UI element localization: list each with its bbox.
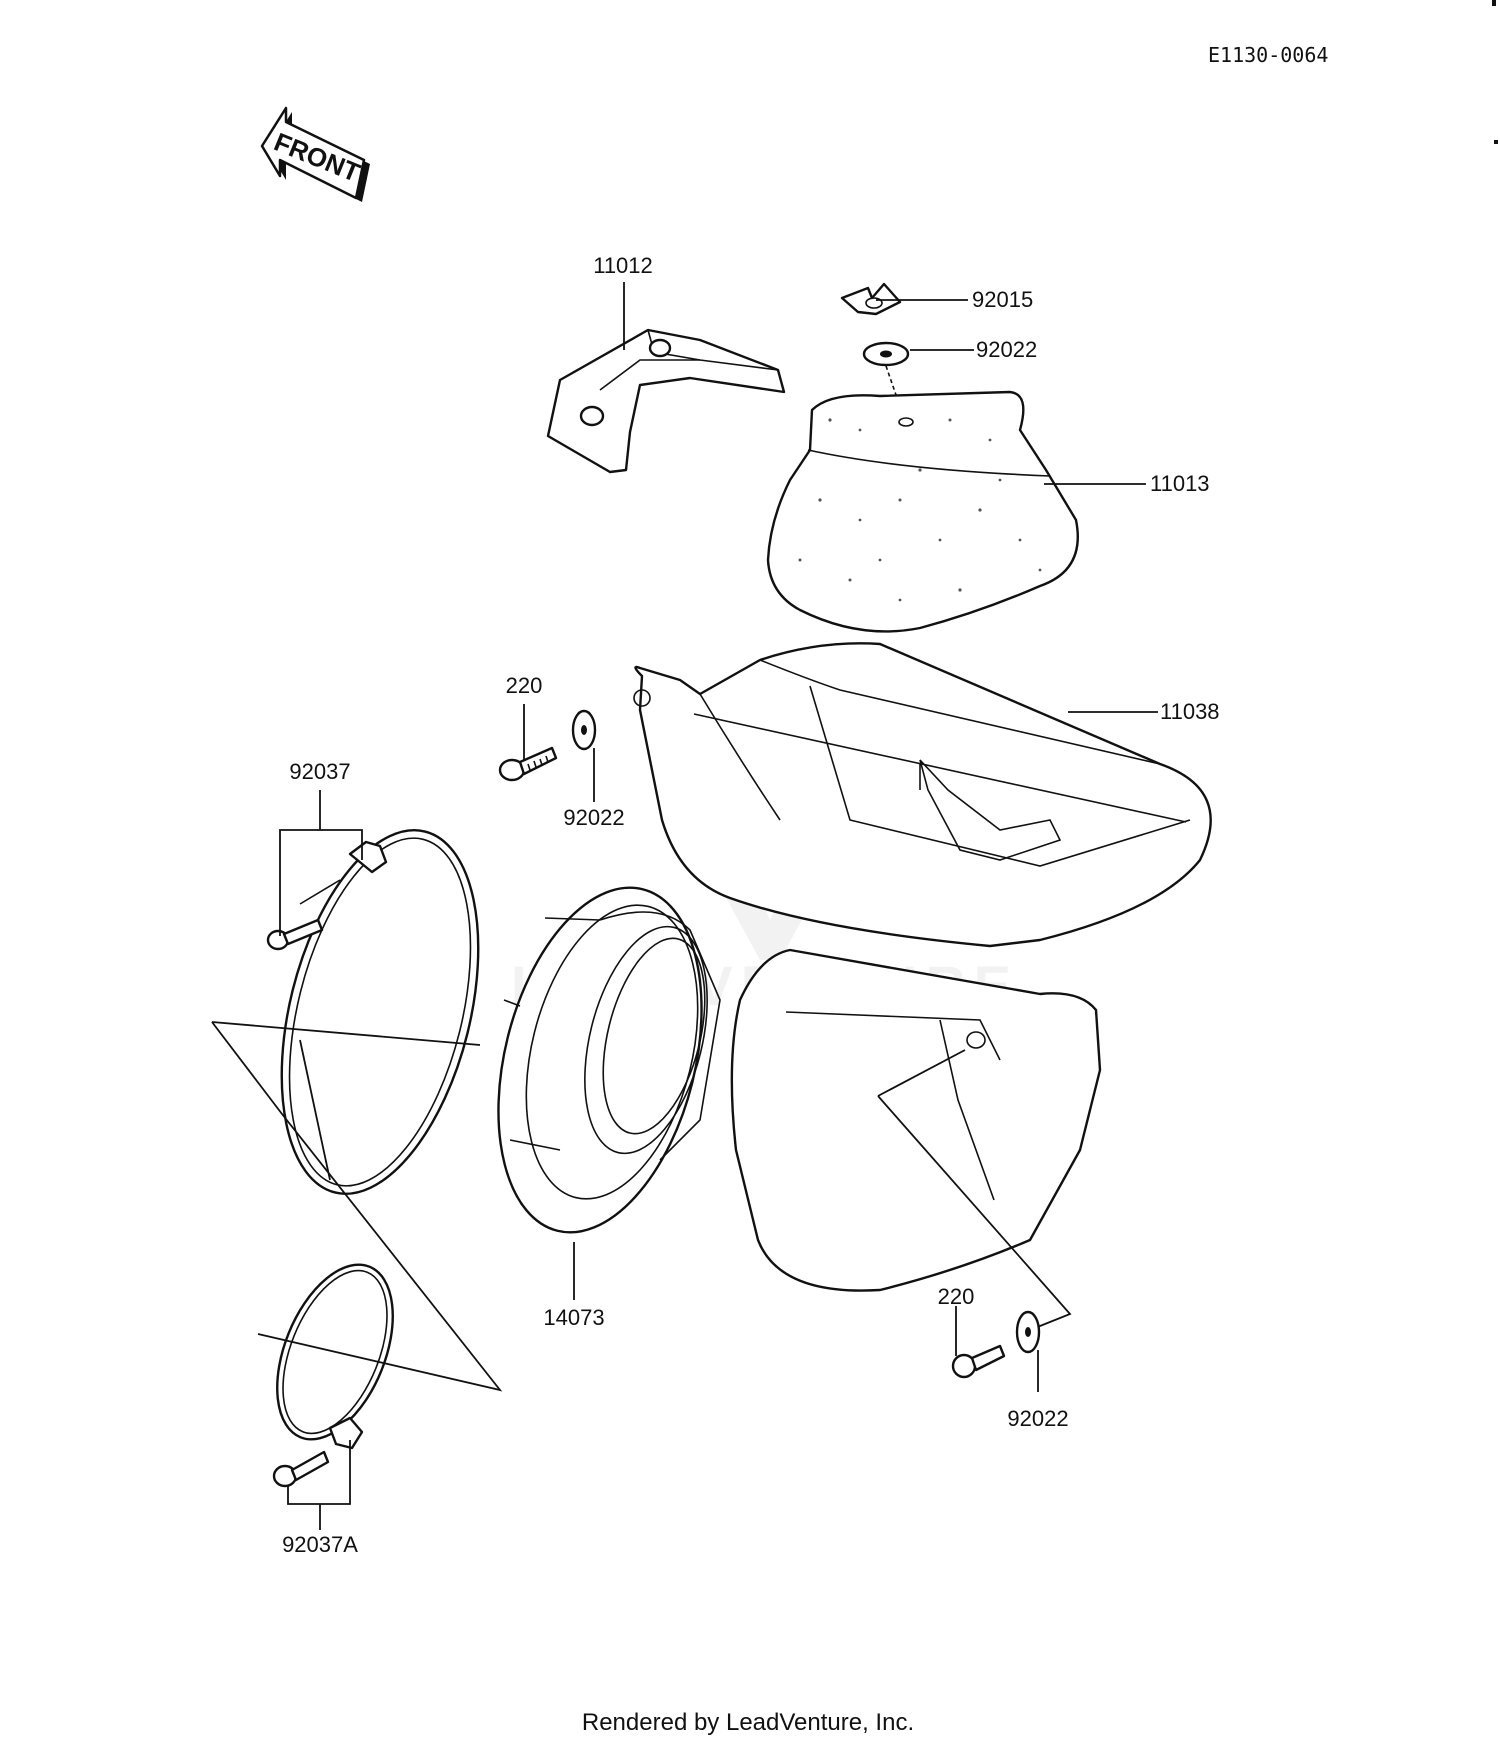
part-label-11012: 11012	[593, 253, 653, 278]
front-arrow-icon: FRONT	[260, 106, 370, 202]
part-11012-bracket	[546, 328, 786, 474]
part-92037-screw	[266, 918, 324, 951]
part-11013-filter	[766, 390, 1079, 633]
footer-credit: Rendered by LeadVenture, Inc.	[582, 1709, 914, 1736]
part-92015-wing-nut	[840, 282, 902, 316]
part-label-14073: 14073	[543, 1305, 604, 1330]
part-14073-duct	[497, 886, 721, 1234]
part-label-92022-mid: 92022	[563, 805, 624, 830]
part-label-92037: 92037	[289, 759, 350, 784]
part-92037-clamp	[280, 829, 480, 1195]
diagram-code: E1130-0064	[1208, 43, 1328, 67]
part-92037A-screw	[272, 1450, 330, 1488]
part-label-92037A: 92037A	[282, 1532, 358, 1557]
part-92022-washer-low	[1015, 1310, 1041, 1354]
part-220-bolt-low	[951, 1344, 1006, 1379]
part-label-220-mid: 220	[506, 673, 543, 698]
part-220-bolt-mid	[498, 746, 558, 782]
part-92022-washer-mid	[571, 709, 597, 751]
reference-lines-left	[211, 1021, 503, 1392]
foam-texture	[798, 418, 1042, 602]
part-92022-washer-top	[862, 341, 910, 367]
part-label-220-low: 220	[938, 1284, 975, 1309]
part-11038-air-box	[633, 642, 1212, 948]
part-label-92022-low: 92022	[1007, 1406, 1068, 1431]
reference-lines-left-2	[211, 1021, 481, 1181]
part-label-11038: 11038	[1160, 699, 1220, 724]
part-label-11013: 11013	[1150, 471, 1210, 496]
part-92037A-clamp	[276, 1263, 394, 1450]
part-label-92015: 92015	[972, 287, 1033, 312]
edge-mark-mid	[1494, 140, 1498, 144]
edge-mark-top	[1492, 0, 1496, 6]
part-label-92022-top: 92022	[976, 337, 1037, 362]
part-11038-air-box-lower	[730, 948, 1102, 1292]
